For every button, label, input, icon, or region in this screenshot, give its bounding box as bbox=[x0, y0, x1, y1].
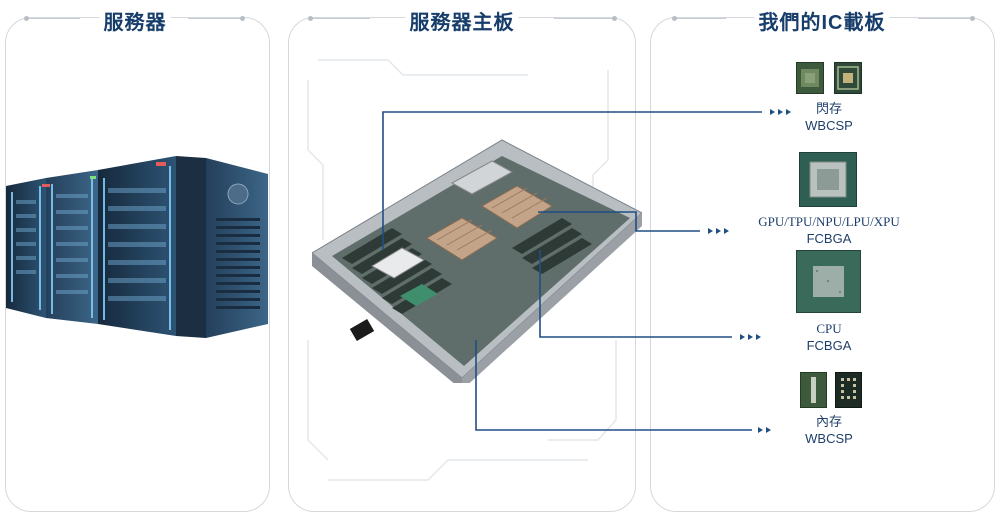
ram-arrow-icon bbox=[758, 427, 763, 433]
server-panel-title: 服務器 bbox=[99, 6, 171, 35]
cpu-arrow-icon bbox=[740, 334, 745, 340]
flash-chip-bottom-icon bbox=[834, 62, 862, 94]
circuit-trace-decoration bbox=[307, 59, 617, 481]
title-rule-dot bbox=[612, 16, 617, 21]
cpu-chip-icon bbox=[796, 250, 861, 313]
ram-name: 內存 bbox=[815, 414, 843, 429]
cpu-name: CPU bbox=[816, 321, 842, 336]
substrate-panel-title: 我們的IC載板 bbox=[754, 6, 890, 35]
ram-connector-line bbox=[475, 340, 752, 431]
accelerator-chip-icon bbox=[799, 152, 857, 207]
title-rule bbox=[676, 18, 726, 19]
title-rule bbox=[28, 18, 80, 19]
cpu-package: FCBGA bbox=[806, 338, 852, 353]
flash-chip-top-icon bbox=[796, 62, 824, 94]
title-rule bbox=[312, 18, 370, 19]
title-rule bbox=[554, 18, 612, 19]
accelerator-arrow-icon bbox=[708, 228, 713, 234]
motherboard-panel-title: 服務器主板 bbox=[405, 6, 519, 35]
title-rule-dot bbox=[308, 16, 313, 21]
accelerator-package: FCBGA bbox=[806, 231, 852, 246]
accelerator-name: GPU/TPU/NPU/LPU/XPU bbox=[758, 214, 900, 229]
flash-connector-line bbox=[382, 111, 762, 250]
cpu-connector-line bbox=[539, 250, 732, 338]
motherboard-illustration bbox=[311, 139, 643, 390]
title-rule-dot bbox=[672, 16, 677, 21]
title-rule-dot bbox=[240, 16, 245, 21]
accelerator-connector-line bbox=[538, 211, 700, 232]
ram-chip-top-icon bbox=[800, 372, 827, 408]
flash-name: 閃存 bbox=[815, 101, 843, 116]
server-rack-illustration bbox=[6, 156, 268, 338]
ram-package: WBCSP bbox=[805, 431, 853, 446]
server-rack-image bbox=[6, 148, 268, 343]
title-rule-dot bbox=[970, 16, 975, 21]
flash-arrow-icon bbox=[770, 109, 775, 115]
motherboard-image bbox=[311, 128, 643, 390]
ram-chip-bottom-icon bbox=[835, 372, 862, 408]
title-rule bbox=[188, 18, 240, 19]
flash-package: WBCSP bbox=[805, 118, 853, 133]
title-rule-dot bbox=[24, 16, 29, 21]
title-rule bbox=[918, 18, 970, 19]
